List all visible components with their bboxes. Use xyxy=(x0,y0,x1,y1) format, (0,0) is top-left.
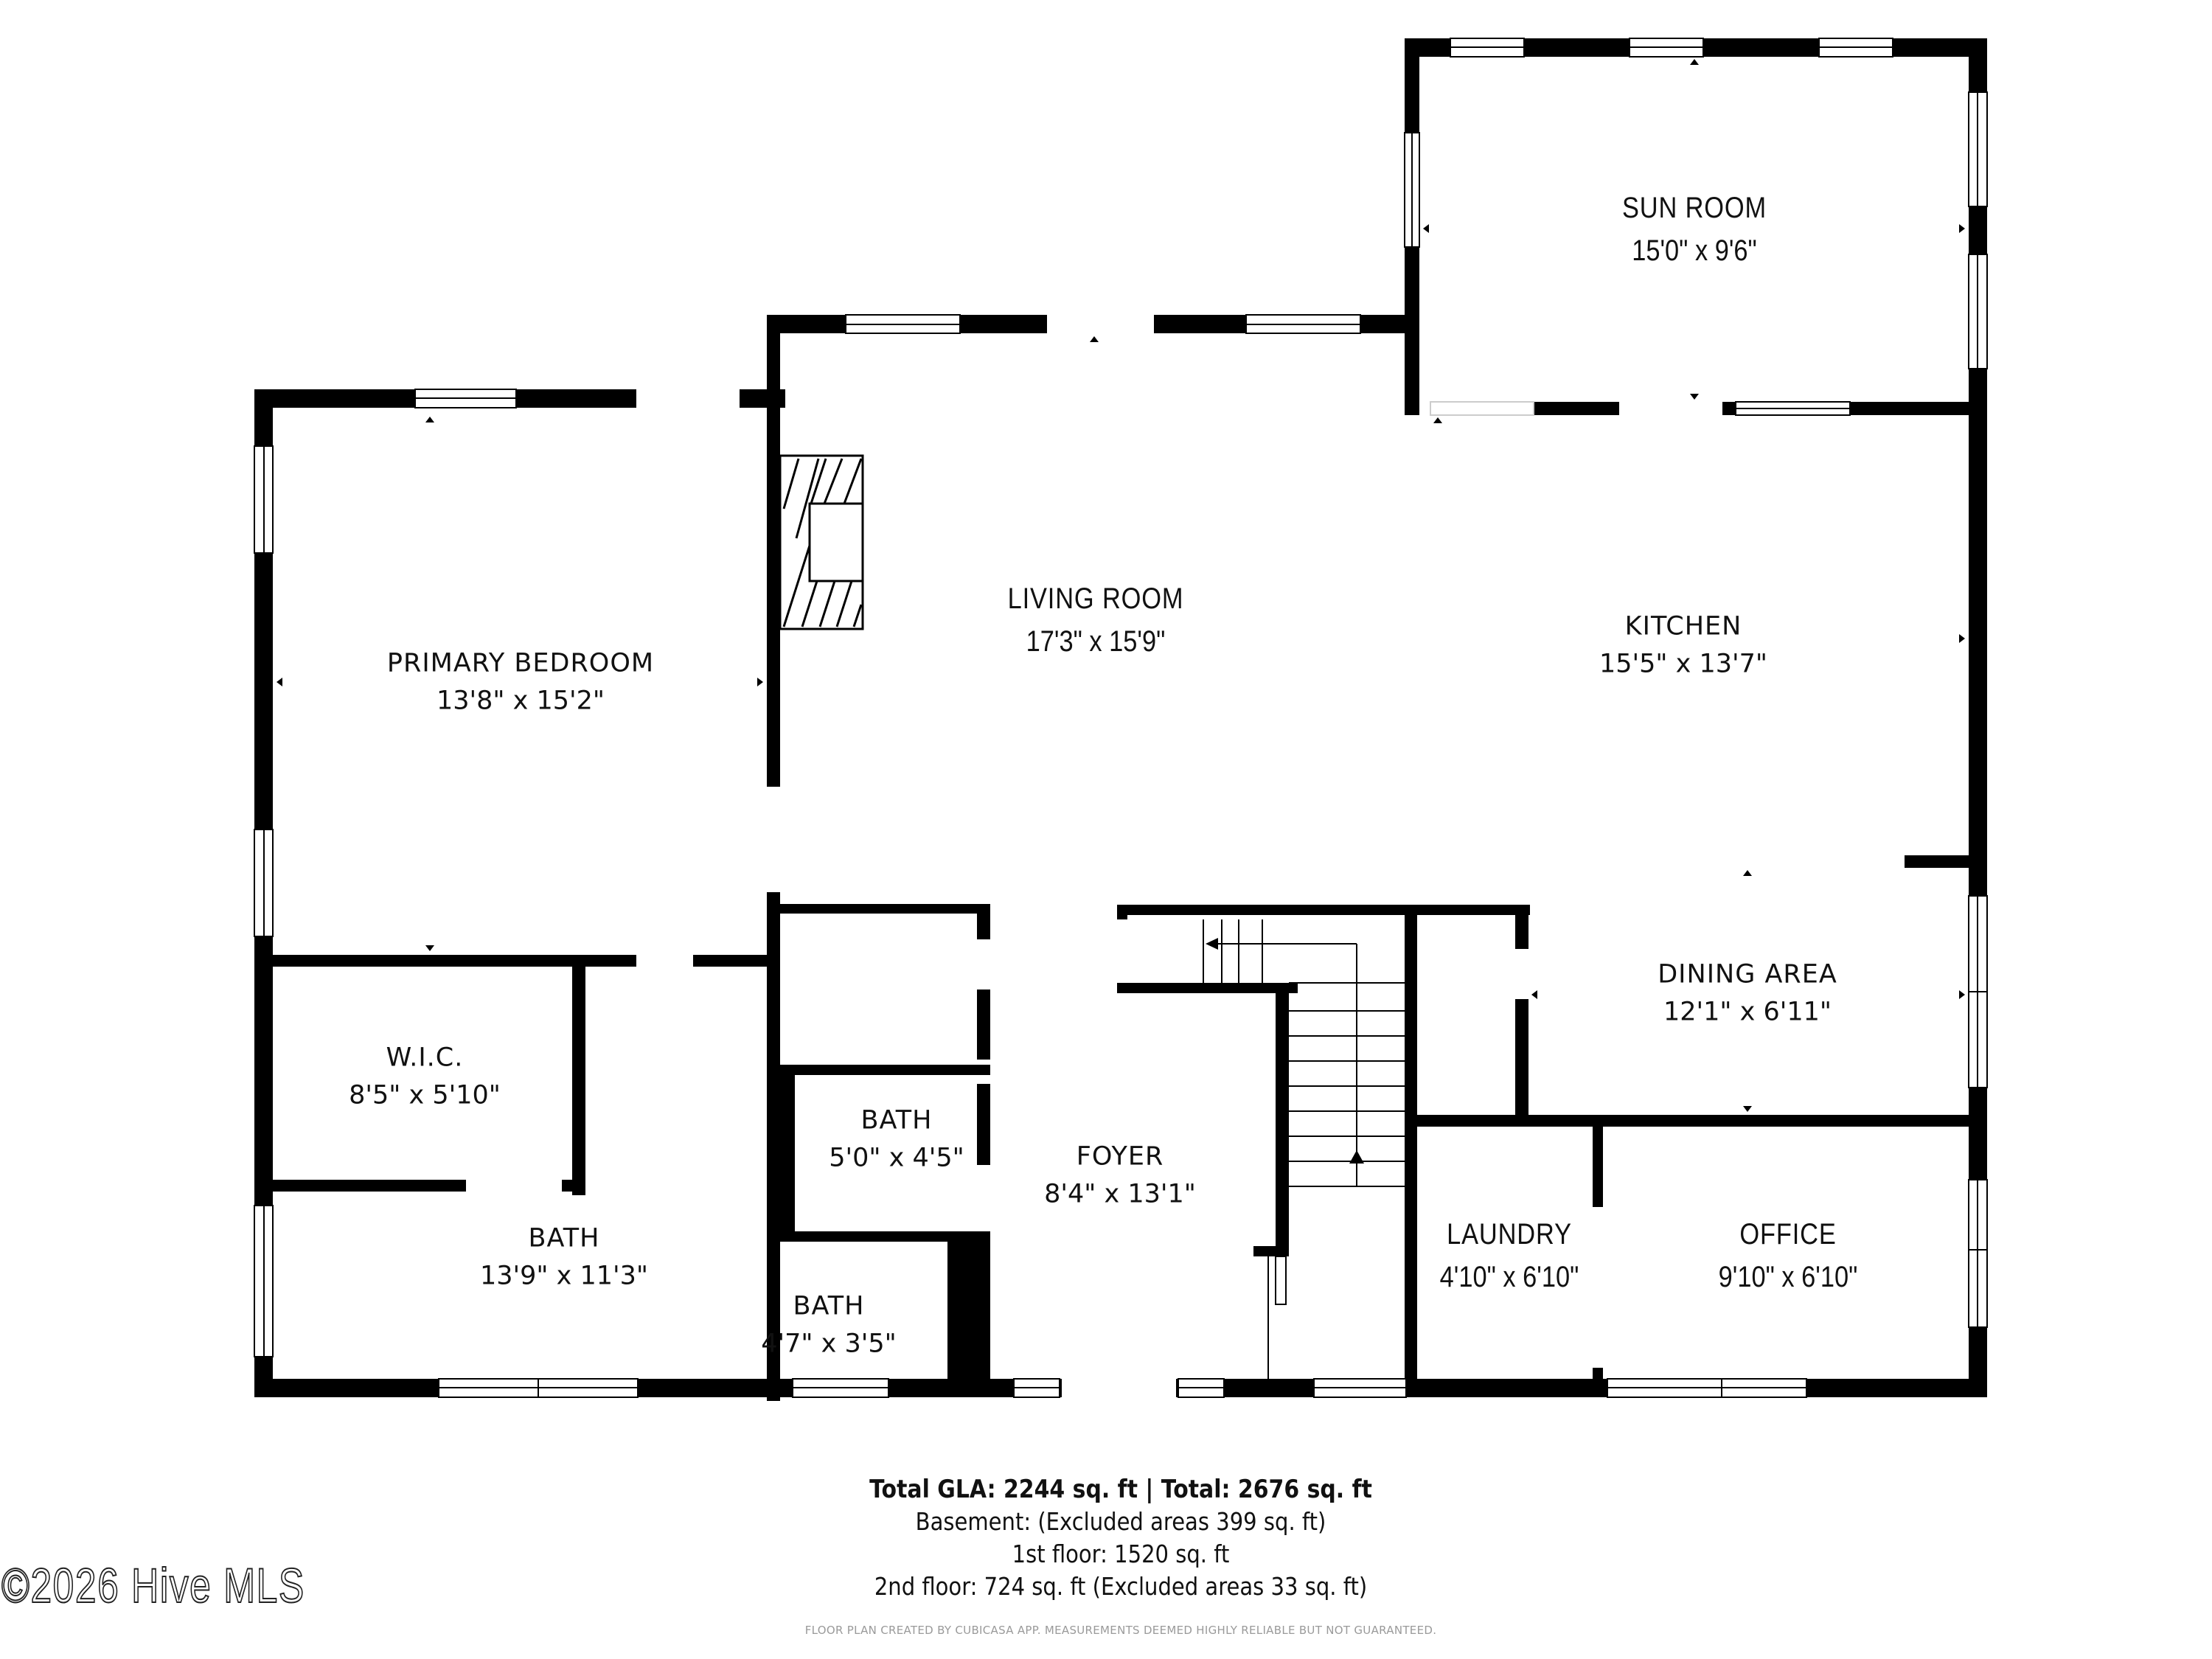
room-wic: W.I.C. 8'5" x 5'10" xyxy=(349,1039,501,1114)
room-primary-bedroom: PRIMARY BEDROOM 13'8" x 15'2" xyxy=(387,644,654,720)
room-name: LAUNDRY xyxy=(1447,1218,1572,1251)
room-dimensions: 15'0" x 9'6" xyxy=(1632,234,1757,267)
room-sun-room: SUN ROOM 15'0" x 9'6" xyxy=(1610,187,1778,272)
room-name: OFFICE xyxy=(1739,1218,1837,1251)
room-name: W.I.C. xyxy=(386,1043,464,1073)
room-dimensions: 13'8" x 15'2" xyxy=(436,686,605,715)
room-dimensions: 8'4" x 13'1" xyxy=(1044,1179,1196,1208)
room-dimensions: 15'5" x 13'7" xyxy=(1599,649,1768,678)
room-dimensions: 4'10" x 6'10" xyxy=(1439,1261,1579,1293)
fireplace-icon xyxy=(779,454,864,630)
dimension-markers xyxy=(276,59,1965,1112)
basement-area: Basement: (Excluded areas 399 sq. ft) xyxy=(915,1507,1326,1536)
room-dining-area: DINING AREA 12'1" x 6'11" xyxy=(1658,956,1837,1031)
stair-direction-arrows xyxy=(1206,938,1364,1164)
area-summary: Total GLA: 2244 sq. ft | Total: 2676 sq.… xyxy=(835,1473,1407,1603)
room-name: FOYER xyxy=(1076,1141,1164,1172)
room-name: BATH xyxy=(793,1291,865,1321)
room-dimensions: 17'3" x 15'9" xyxy=(1026,625,1166,658)
room-primary-bath: BATH 13'9" x 11'3" xyxy=(480,1220,648,1295)
room-dimensions: 5'0" x 4'5" xyxy=(829,1143,964,1172)
room-laundry: LAUNDRY 4'10" x 6'10" xyxy=(1428,1213,1590,1298)
first-floor-area: 1st floor: 1520 sq. ft xyxy=(1012,1540,1230,1568)
windows xyxy=(254,38,1988,1398)
room-dimensions: 12'1" x 6'11" xyxy=(1663,997,1832,1026)
copyright-watermark: ©2026 Hive MLS xyxy=(1,1557,305,1613)
room-dimensions: 9'10" x 6'10" xyxy=(1718,1261,1858,1293)
room-dimensions: 8'5" x 5'10" xyxy=(349,1080,501,1110)
room-kitchen: KITCHEN 15'5" x 13'7" xyxy=(1599,608,1767,683)
room-living-room: LIVING ROOM 17'3" x 15'9" xyxy=(993,577,1198,663)
room-name: KITCHEN xyxy=(1624,611,1742,641)
openings xyxy=(1047,315,1722,415)
room-foyer: FOYER 8'4" x 13'1" xyxy=(1044,1138,1196,1213)
second-floor-area: 2nd floor: 724 sq. ft (Excluded areas 33… xyxy=(874,1572,1368,1601)
room-dimensions: 13'9" x 11'3" xyxy=(479,1261,649,1290)
room-name: BATH xyxy=(860,1105,933,1135)
disclaimer: FLOOR PLAN CREATED BY CUBICASA APP. MEAS… xyxy=(804,1624,1437,1637)
room-half-bath: BATH 4'7" x 3'5" xyxy=(761,1287,896,1363)
room-office: OFFICE 9'10" x 6'10" xyxy=(1707,1213,1868,1298)
room-name: SUN ROOM xyxy=(1621,192,1767,224)
total-area: Total GLA: 2244 sq. ft | Total: 2676 sq.… xyxy=(869,1475,1372,1504)
room-hall-bath: BATH 5'0" x 4'5" xyxy=(829,1102,964,1177)
room-name: PRIMARY BEDROOM xyxy=(386,648,655,678)
staircase xyxy=(1203,919,1405,1379)
room-name: DINING AREA xyxy=(1658,959,1837,990)
room-name: BATH xyxy=(528,1223,600,1253)
room-name: LIVING ROOM xyxy=(1007,582,1184,615)
room-dimensions: 4'7" x 3'5" xyxy=(761,1329,897,1358)
